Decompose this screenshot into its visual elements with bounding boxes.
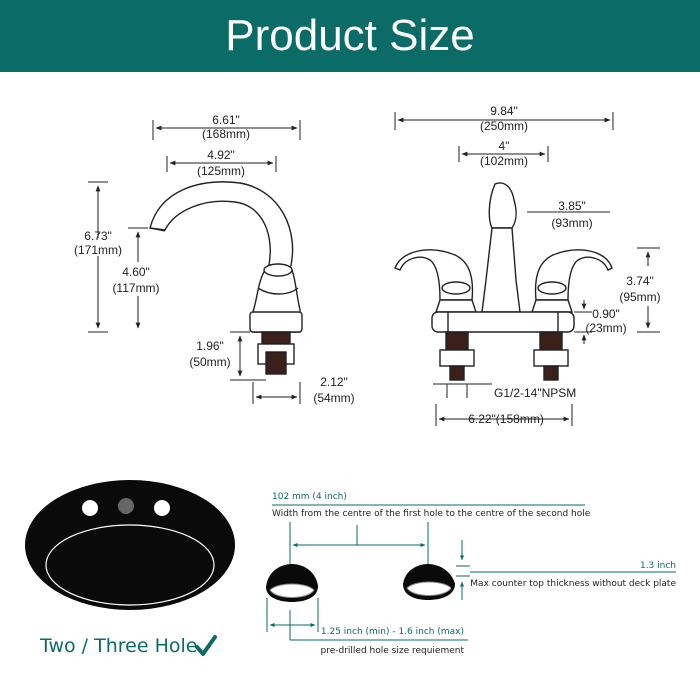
sink-illustration	[25, 480, 235, 610]
hole-size-description: pre-drilled hole size requiement	[321, 646, 465, 656]
check-icon	[195, 635, 217, 656]
hole-right-icon	[154, 500, 170, 516]
total-height-in: 6.73"	[84, 229, 112, 243]
thickness-label: 1.3 inch	[640, 561, 676, 571]
spout-reach-mm: (125mm)	[197, 164, 245, 178]
front-spout-height-in: 3.85"	[558, 199, 586, 213]
center-spacing-mm: (102mm)	[480, 154, 528, 168]
sink-hole-caption: Two / Three Hole	[40, 635, 198, 657]
hole-distance-label: 102 mm (4 inch)	[272, 492, 347, 502]
base-width-in: 2.12"	[320, 375, 348, 389]
shank-length-in: 1.96"	[196, 339, 224, 353]
base-height-in: 0.90"	[592, 307, 620, 321]
total-height-mm: (171mm)	[74, 243, 122, 257]
base-width-mm: (54mm)	[313, 391, 354, 405]
hole-size-label: 1.25 inch (min) - 1.6 inch (max)	[321, 627, 464, 637]
center-spacing-in: 4"	[499, 139, 510, 153]
total-width-in: 6.61"	[212, 113, 240, 127]
front-width-in: 9.84"	[490, 104, 518, 118]
side-view-faucet	[149, 181, 303, 375]
spout-reach-in: 4.92"	[207, 148, 235, 162]
side-view-dimensions	[88, 120, 301, 404]
hole-distance-description: Width from the centre of the first hole …	[272, 509, 591, 519]
front-view-dimensions	[394, 112, 660, 426]
handle-height-in: 3.74"	[626, 274, 654, 288]
spout-height-in: 4.60"	[122, 265, 150, 279]
front-view-faucet	[394, 182, 613, 381]
thickness-description: Max counter top thickness without deck p…	[470, 579, 676, 589]
front-spout-height-mm: (93mm)	[551, 216, 592, 230]
hole-left-icon	[82, 500, 98, 516]
hole-center-icon	[118, 498, 134, 514]
handle-height-mm: (95mm)	[619, 290, 660, 304]
thread-spec: G1/2-14"NPSM	[494, 386, 576, 400]
page-title: Product Size	[225, 11, 475, 60]
front-base-width: 6.22"(158mm)	[468, 412, 544, 426]
shank-length-mm: (50mm)	[189, 355, 230, 369]
front-width-mm: (250mm)	[480, 119, 528, 133]
base-height-mm: (23mm)	[585, 321, 626, 335]
header-banner	[0, 0, 700, 72]
spout-height-mm: (117mm)	[112, 281, 159, 295]
installation-diagram	[266, 504, 676, 641]
total-width-mm: (168mm)	[202, 127, 250, 141]
